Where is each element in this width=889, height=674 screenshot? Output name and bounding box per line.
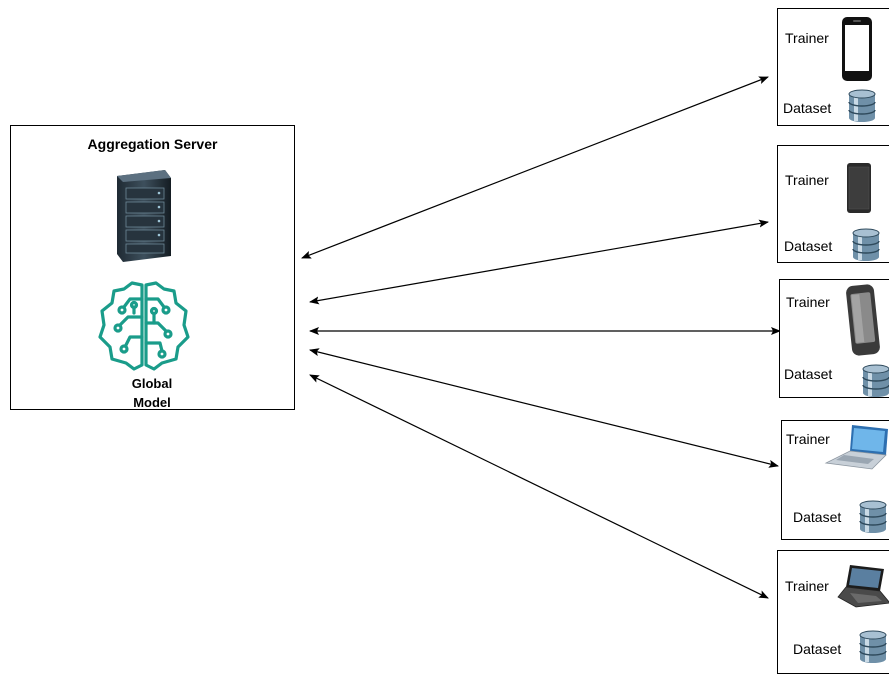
tablet-icon — [847, 163, 871, 213]
smartphone-icon — [842, 17, 872, 81]
global-model-label: Global Model — [131, 376, 173, 410]
client-box-4: Trainer Dataset — [781, 420, 889, 540]
dataset-label: Dataset — [784, 366, 833, 382]
client-box-3: Trainer Dataset — [779, 279, 889, 398]
arrow-client-2 — [309, 219, 769, 305]
dataset-label: Dataset — [783, 100, 832, 116]
database-icon — [848, 89, 876, 122]
server-title: Aggregation Server — [87, 136, 218, 152]
notebook-icon — [837, 565, 889, 608]
server-rack-icon — [117, 170, 171, 262]
arrow-client-4 — [309, 348, 779, 468]
arrow-client-5 — [309, 374, 769, 599]
database-icon — [862, 364, 889, 397]
arrow-client-1 — [301, 76, 769, 259]
database-icon — [852, 228, 880, 261]
trainer-label: Trainer — [785, 578, 829, 594]
trainer-label: Trainer — [785, 30, 829, 46]
client-box-1: Trainer Dataset — [777, 8, 889, 126]
database-icon — [859, 500, 887, 533]
dataset-label: Dataset — [793, 641, 842, 657]
aggregation-server-box: Aggregation Server Global M — [10, 125, 295, 410]
brain-circuit-icon — [98, 281, 190, 371]
trainer-label: Trainer — [786, 294, 830, 310]
dataset-label: Dataset — [784, 238, 833, 254]
database-icon — [859, 630, 887, 663]
client-box-5: Trainer Dataset — [777, 550, 889, 674]
trainer-label: Trainer — [785, 172, 829, 188]
mobile-phone-icon — [846, 284, 880, 356]
trainer-label: Trainer — [786, 431, 830, 447]
client-box-2: Trainer Dataset — [777, 145, 889, 263]
dataset-label: Dataset — [793, 509, 842, 525]
laptop-icon — [824, 425, 888, 470]
